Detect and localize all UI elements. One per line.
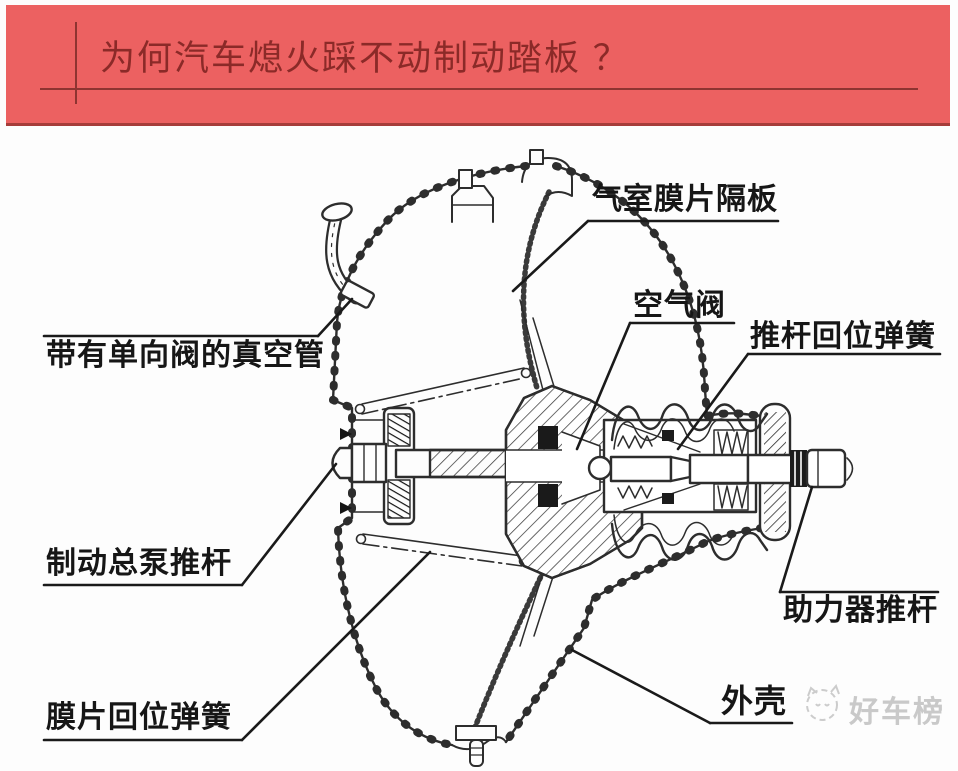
banner-vertical-rule [75,22,77,104]
watermark-logo-icon [806,684,840,721]
label-chamber-diaphragm: 气室膜片隔板 [592,183,778,216]
label-vacuum-pipe: 带有单向阀的真空管 [46,339,325,372]
label-diaphragm-return-spring: 膜片回位弹簧 [46,701,232,734]
title-banner: 为何汽车熄火踩不动制动踏板 ？ [6,5,950,126]
label-pushrod-return-spring: 推杆回位弹簧 [750,320,936,353]
label-housing: 外壳 [721,683,788,719]
label-master-cylinder-pushrod: 制动总泵推杆 [46,547,232,580]
page-title: 为何汽车熄火踩不动制动踏板 ？ [100,39,630,78]
watermark-text: 好车榜 [849,696,945,729]
booster-pushrod-part [746,448,854,489]
rear-shell [502,162,766,746]
vacuum-hose [321,202,376,309]
master-cylinder-pushrod [331,406,514,526]
bottom-mount [451,725,507,767]
label-air-valve: 空气阀 [633,289,726,322]
bellows-boot [610,403,769,561]
annotation-lines [42,219,942,742]
air-valve-housing [587,418,758,514]
banner-horizontal-rule [40,88,918,90]
front-shell [329,162,530,749]
diaphragm-return-spring-lines [354,367,532,567]
top-mount [451,149,573,223]
label-booster-pushrod: 助力器推杆 [783,594,938,627]
